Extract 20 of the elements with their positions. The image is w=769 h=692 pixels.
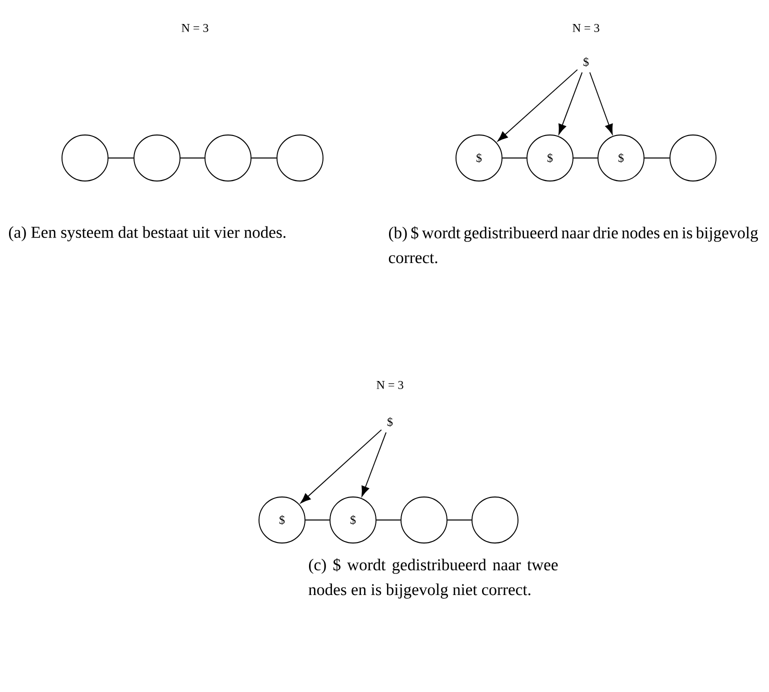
dollar-label: $ xyxy=(388,417,393,427)
count-label: N = 3 xyxy=(572,24,600,32)
dollar-label: $ xyxy=(584,57,589,67)
caption: (c) $ wordt gedistribueerd naar twee nodes en is bijgevolg niet correct. xyxy=(308,558,558,599)
node-circle xyxy=(204,134,252,182)
arrow xyxy=(362,432,387,497)
arrow xyxy=(300,429,382,504)
arrow xyxy=(589,72,613,135)
count-label: N = 3 xyxy=(182,24,208,32)
node-circle xyxy=(134,134,180,182)
caption: (b) $ wordt gedistribueerd naar drie nodes en is bijgevolg correct. xyxy=(388,226,758,264)
count-label: N = 3 xyxy=(376,380,404,390)
arrow xyxy=(497,69,578,142)
arrow xyxy=(558,72,583,135)
node-circle xyxy=(400,496,448,544)
node-circle xyxy=(670,134,716,182)
node-circle xyxy=(472,496,518,544)
node-circle xyxy=(276,134,324,182)
caption: (a) Een systeem dat bestaat uit vier nodes. xyxy=(9,226,286,242)
node-circle xyxy=(62,134,108,182)
